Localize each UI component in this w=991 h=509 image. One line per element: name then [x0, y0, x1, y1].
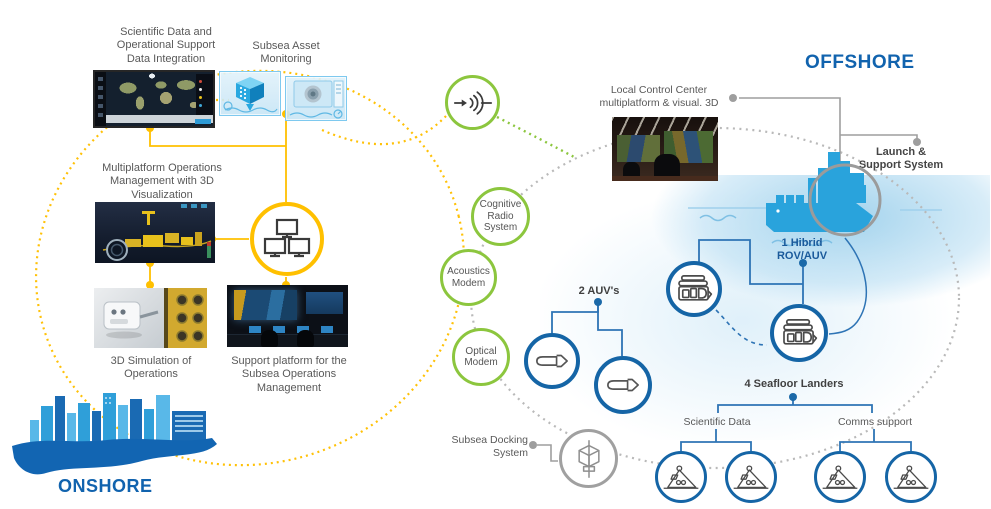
- label-scientific-data: Scientific Data and Operational Support …: [116, 26, 216, 65]
- lander-circle-1: [655, 451, 707, 503]
- local-control-center-screenshot: [612, 117, 718, 181]
- map-legend: [196, 74, 213, 116]
- seafloor-lander-icon: [733, 464, 769, 489]
- label-local-control-center: Local Control Center multiplatform & vis…: [599, 84, 719, 109]
- rov-vehicle-icon: [678, 275, 713, 301]
- label-landers-comms: Comms support: [837, 416, 913, 428]
- subsea-cube-graphic: [223, 77, 278, 113]
- label-2-auvs: 2 AUV's: [578, 285, 620, 297]
- onshore-title: ONSHORE: [58, 476, 153, 496]
- rov-dashed-link: [715, 309, 768, 346]
- support-desk: [227, 333, 348, 347]
- lander-circle-4: [885, 451, 937, 503]
- auv-torpedo-icon: [607, 378, 639, 392]
- subsea-monitor-screen-2: [285, 76, 347, 121]
- optical-modem-circle: Optical Modem: [452, 328, 510, 386]
- mp-hud-text: [181, 204, 211, 208]
- docking-station-circle: [559, 429, 618, 488]
- gray-connector-dots: [529, 94, 921, 449]
- operator-silhouette: [260, 329, 278, 347]
- city-skyline-graphic: [12, 393, 217, 475]
- rov-circle-1: [666, 261, 722, 317]
- ship-tether-line: [828, 237, 868, 335]
- radio-link-circle: [445, 75, 500, 130]
- map-button: [195, 119, 211, 124]
- 3d-simulation-screenshot: [94, 288, 207, 348]
- seafloor-lander-icon: [893, 464, 929, 489]
- label-subsea-asset-monitoring: Subsea Asset Monitoring: [252, 40, 320, 66]
- label-multiplatform-ops: Multiplatform Operations Management with…: [102, 162, 222, 201]
- label-landers-scientific: Scientific Data: [683, 416, 751, 428]
- sim-panel-pane: [164, 288, 207, 348]
- sim-panel-ports: [176, 294, 204, 342]
- multiplatform-3d-screenshot: [95, 202, 215, 263]
- waves: [699, 214, 833, 247]
- rov-vehicle-icon: [783, 319, 818, 345]
- support-desk-monitor: [321, 325, 334, 334]
- support-platform-screenshot: [227, 285, 348, 347]
- lander-circle-3: [814, 451, 866, 503]
- label-launch-support: Launch & Support System: [858, 146, 944, 172]
- rov-circle-2-hybrid: [770, 304, 828, 362]
- support-ship-graphic: [766, 152, 882, 237]
- operator-silhouette: [297, 329, 315, 347]
- lcc-screen-left: [617, 134, 660, 162]
- map-antarctica: [106, 115, 213, 123]
- blue-connector-dots: [594, 259, 807, 401]
- sim-rov-graphic: [103, 301, 159, 339]
- cognitive-radio-circle: Cognitive Radio System: [471, 187, 530, 246]
- sonar-target-graphic: [289, 80, 344, 119]
- label-hybrid-rov: 1 Hibrid ROV/AUV: [776, 237, 828, 263]
- optical-modem-label: Optical Modem: [464, 345, 498, 369]
- map-toolbar: [95, 72, 106, 126]
- support-desk-monitor: [272, 325, 286, 334]
- mp-pipeline-graphic: [102, 211, 212, 261]
- support-desk-monitor: [248, 325, 261, 334]
- green-dotted-arc: [496, 115, 577, 160]
- gray-connectors: [537, 97, 918, 462]
- docking-station-cube-icon: [577, 439, 600, 478]
- cognitive-radio-label: Cognitive Radio System: [479, 199, 522, 234]
- label-4-seafloor-landers: 4 Seafloor Landers: [744, 378, 844, 390]
- world-map-screenshot: [93, 70, 215, 128]
- blue-connectors: [551, 239, 912, 451]
- map-continents: [106, 72, 196, 116]
- auv-torpedo-icon: [536, 354, 568, 368]
- city-landmass: [12, 438, 217, 475]
- radio-signal-icon: [453, 90, 492, 115]
- yellow-dotted-link: [321, 115, 447, 146]
- acoustics-modem-circle: Acoustics Modem: [440, 249, 497, 306]
- support-main-screen: [234, 289, 298, 320]
- lander-circle-2: [725, 451, 777, 503]
- seafloor-lander-icon: [822, 464, 858, 489]
- subsea-monitor-screen-1: [219, 71, 281, 116]
- support-side-screens: [304, 292, 343, 314]
- auv-circle-1: [524, 333, 580, 389]
- onshore-dotted-ring: [34, 69, 466, 467]
- offshore-title: OFFSHORE: [805, 52, 915, 73]
- ship-porthole: [776, 209, 780, 213]
- network-monitors-icon: [263, 218, 311, 258]
- launch-system-highlight-circle: [808, 163, 882, 237]
- auv-circle-2: [594, 356, 652, 414]
- ship-silhouette: [766, 152, 873, 232]
- seafloor-lander-icon: [663, 464, 699, 489]
- sim-rov-pane: [94, 288, 165, 348]
- lcc-floor: [612, 175, 718, 181]
- waterline: [688, 207, 942, 211]
- label-support-platform: Support platform for the Subsea Operatio…: [231, 355, 347, 394]
- label-3d-simulation: 3D Simulation of Operations: [110, 355, 192, 381]
- acoustics-modem-label: Acoustics Modem: [447, 266, 490, 289]
- label-subsea-docking: Subsea Docking System: [451, 434, 528, 459]
- operations-hub-circle: [250, 202, 324, 276]
